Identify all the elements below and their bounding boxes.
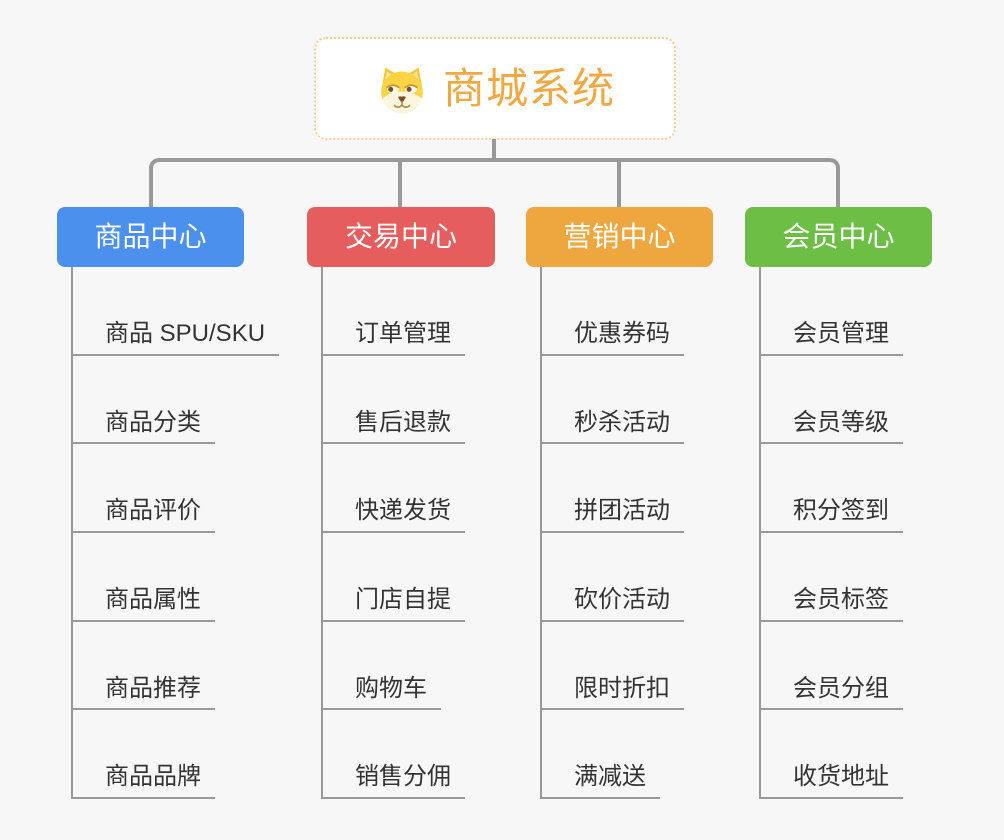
- leaf-node[interactable]: 优惠券码: [542, 267, 684, 356]
- diagram-title: 商城系统: [442, 64, 615, 112]
- leaf-node[interactable]: 商品属性: [73, 533, 279, 622]
- leaf-node[interactable]: 限时折扣: [542, 622, 684, 711]
- branch-node-marketing-center[interactable]: 营销中心: [526, 207, 713, 267]
- leaf-node[interactable]: 销售分佣: [323, 710, 465, 800]
- leaf-node[interactable]: 快递发货: [323, 444, 465, 534]
- leaf-node[interactable]: 会员分组: [761, 622, 903, 711]
- branch-label: 会员中心: [782, 221, 895, 252]
- branch-label: 商品中心: [94, 221, 207, 252]
- leaf-node[interactable]: 商品评价: [73, 444, 279, 534]
- branch-node-member-center[interactable]: 会员中心: [745, 207, 932, 267]
- connector-drop-marketing: [617, 160, 621, 207]
- leaf-node[interactable]: 商品品牌: [73, 710, 279, 800]
- leaf-node[interactable]: 购物车: [323, 622, 465, 711]
- leaf-node[interactable]: 收货地址: [761, 710, 903, 800]
- leaf-node[interactable]: 商品推荐: [73, 622, 279, 711]
- leaf-node[interactable]: 会员等级: [761, 356, 903, 445]
- leaf-column-product: 商品 SPU/SKU 商品分类 商品评价 商品属性 商品推荐 商品品牌: [71, 267, 280, 800]
- connector-bracket: [149, 158, 840, 207]
- leaf-column-member: 会员管理 会员等级 积分签到 会员标签 会员分组 收货地址: [759, 267, 903, 800]
- leaf-node[interactable]: 积分签到: [761, 444, 903, 534]
- leaf-node[interactable]: 售后退款: [323, 356, 465, 445]
- leaf-node[interactable]: 门店自提: [323, 533, 465, 622]
- branch-label: 交易中心: [344, 221, 457, 252]
- connector-drop-trade: [398, 160, 402, 207]
- branch-node-trade-center[interactable]: 交易中心: [307, 207, 495, 267]
- leaf-node[interactable]: 会员管理: [761, 267, 903, 356]
- leaf-column-marketing: 优惠券码 秒杀活动 拼团活动 砍价活动 限时折扣 满减送: [540, 267, 684, 800]
- leaf-node[interactable]: 满减送: [542, 710, 684, 800]
- connector-root-stub: [492, 139, 496, 160]
- shiba-dog-face-icon: [375, 64, 429, 114]
- leaf-column-trade: 订单管理 售后退款 快递发货 门店自提 购物车 销售分佣: [321, 267, 465, 800]
- branch-node-product-center[interactable]: 商品中心: [57, 207, 244, 267]
- branch-label: 营销中心: [563, 221, 676, 252]
- leaf-node[interactable]: 商品 SPU/SKU: [73, 267, 280, 356]
- leaf-node[interactable]: 订单管理: [323, 267, 465, 356]
- root-node-mall-system[interactable]: 商城系统: [314, 37, 676, 140]
- leaf-node[interactable]: 会员标签: [761, 533, 903, 622]
- leaf-node[interactable]: 砍价活动: [542, 533, 684, 622]
- leaf-node[interactable]: 拼团活动: [542, 444, 684, 534]
- leaf-node[interactable]: 商品分类: [73, 356, 279, 445]
- leaf-node[interactable]: 秒杀活动: [542, 356, 684, 445]
